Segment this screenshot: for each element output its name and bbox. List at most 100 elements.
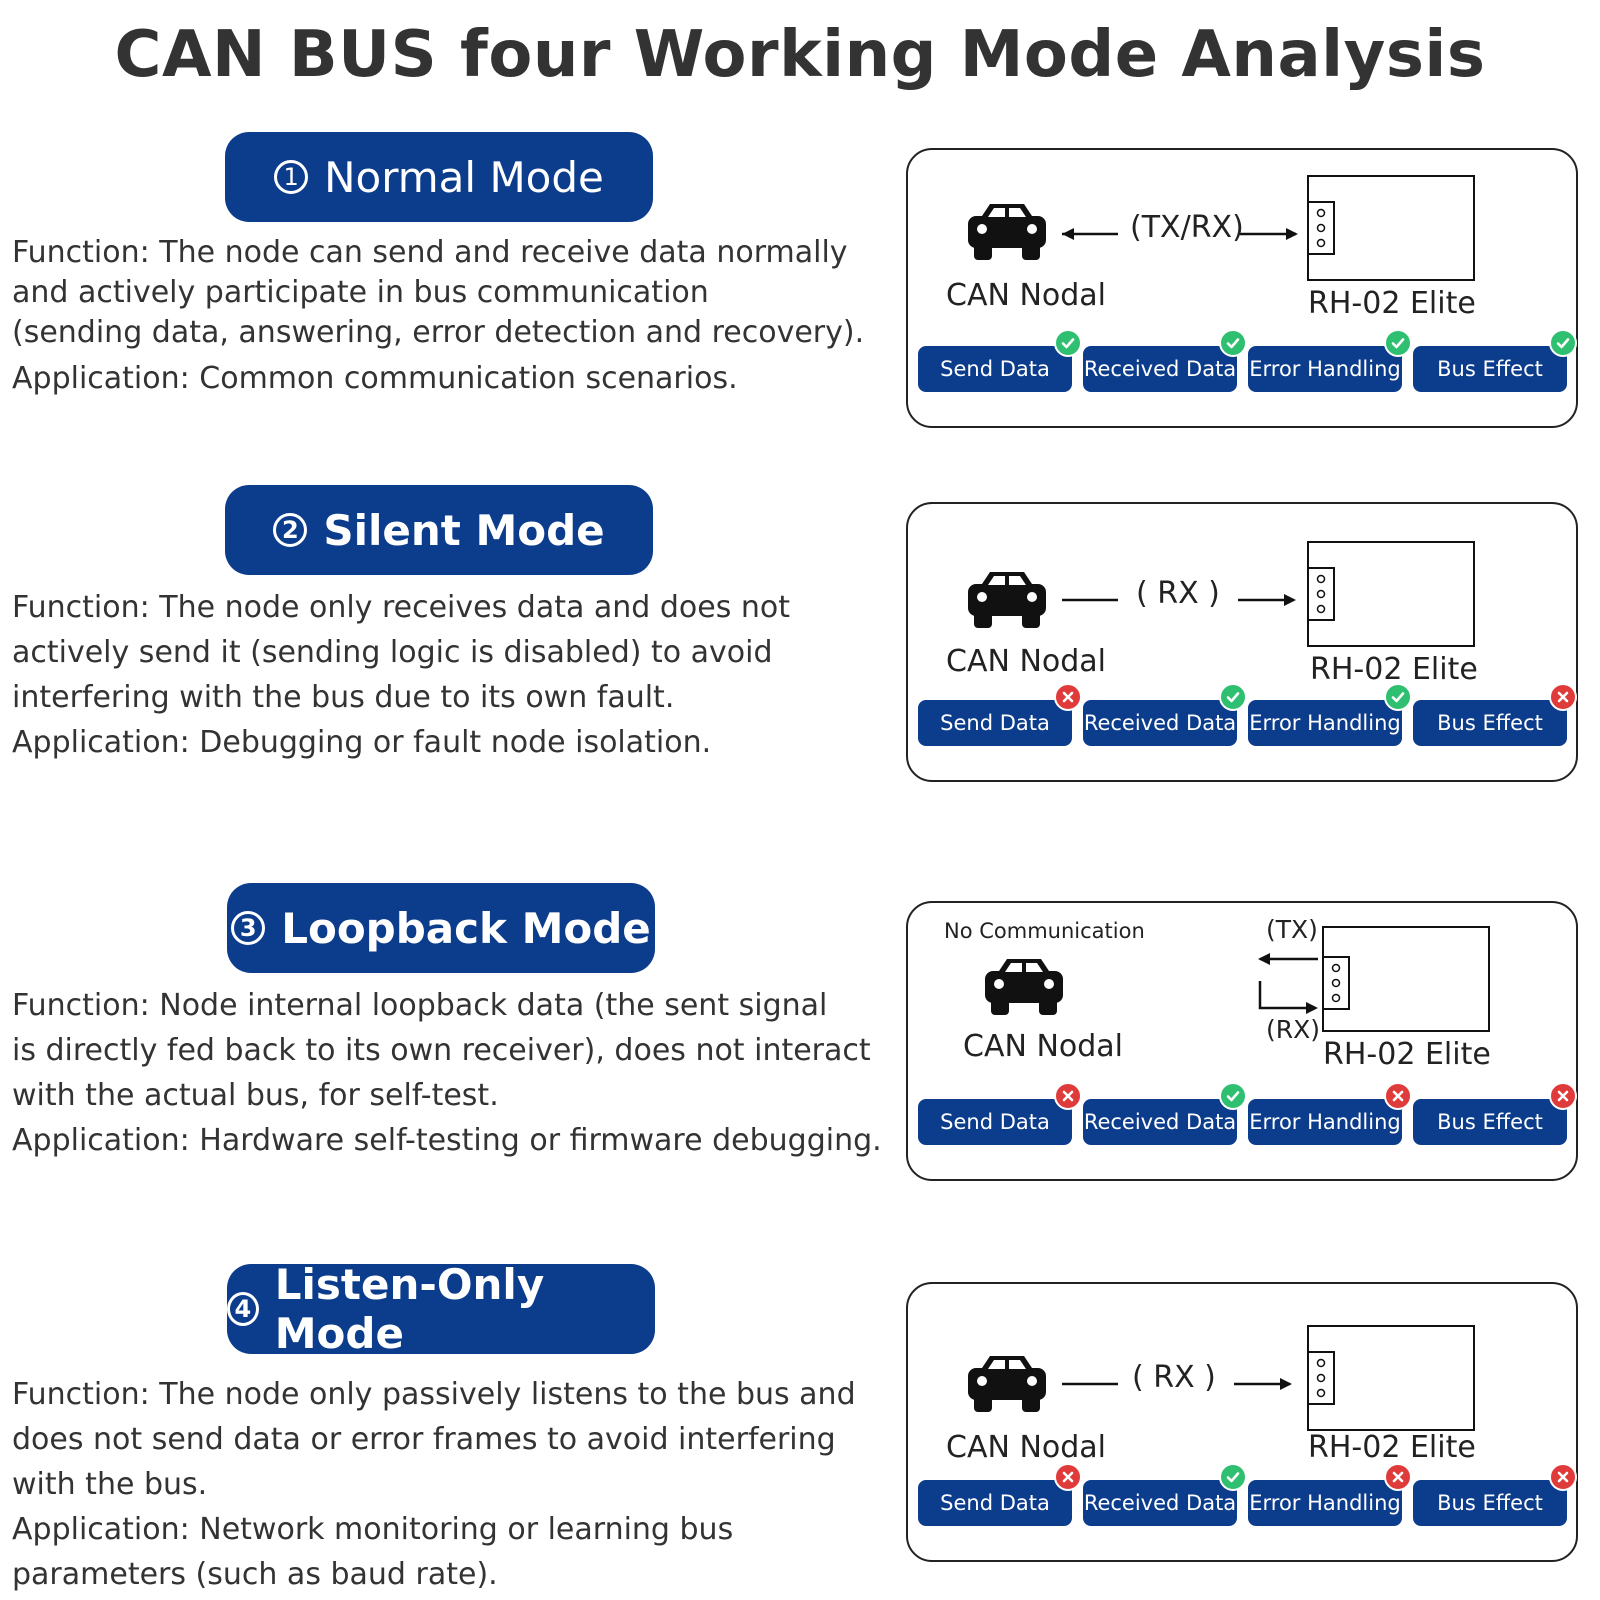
badge-label: Error Handling — [1249, 711, 1401, 735]
mode-3-badges: Send Data Received Data Error Handling B… — [918, 1082, 1577, 1145]
mode-name: Normal Mode — [324, 152, 604, 202]
mode-4-description: Function: The node only passively listen… — [12, 1372, 882, 1597]
module-icon — [1307, 541, 1475, 647]
badge-label: Received Data — [1083, 1110, 1237, 1134]
cross-icon — [1054, 1463, 1082, 1491]
description-line: Function: The node only receives data an… — [12, 590, 791, 625]
description-line: Application: Hardware self-testing or fi… — [12, 1123, 882, 1158]
mode-1-badges: Send Data Received Data Error Handling B… — [918, 329, 1577, 392]
mode-name: Loopback Mode — [281, 903, 651, 953]
description-line: Function: The node can send and receive … — [12, 235, 848, 270]
mode-1-scene — [968, 175, 1475, 281]
signal-label: ( RX ) — [1132, 1360, 1216, 1395]
check-icon — [1219, 329, 1247, 357]
check-icon — [1219, 1463, 1247, 1491]
check-icon — [1219, 1082, 1247, 1110]
receive-arrow — [1062, 1378, 1292, 1390]
mode-1-diagram: (TX/RX) CAN Nodal RH-02 Elite Send Data … — [906, 148, 1578, 428]
check-icon — [1384, 683, 1412, 711]
badge-error-handling: Error Handling — [1248, 1082, 1412, 1145]
car-icon — [985, 959, 1063, 1015]
module-icon — [1322, 926, 1490, 1032]
mode-2-diagram: ( RX ) CAN Nodal RH-02 Elite Send Data R… — [906, 502, 1578, 782]
mode-2-scene — [968, 541, 1475, 647]
mode-1-header: 1 Normal Mode — [225, 132, 653, 222]
badge-error-handling: Error Handling — [1248, 683, 1412, 746]
check-icon — [1549, 329, 1577, 357]
description-line: with the actual bus, for self-test. — [12, 1078, 499, 1113]
node-label: CAN Nodal — [946, 278, 1107, 313]
page-title: CAN BUS four Working Mode Analysis — [114, 18, 1486, 92]
device-label: RH-02 Elite — [1310, 652, 1478, 687]
car-icon — [968, 204, 1046, 260]
badge-received-data: Received Data — [1083, 683, 1247, 746]
badge-label: Send Data — [940, 1491, 1050, 1515]
mode-name: Silent Mode — [323, 505, 605, 555]
mode-2-header: 2 Silent Mode — [225, 485, 653, 575]
badge-bus-effect: Bus Effect — [1413, 1082, 1577, 1145]
badge-error-handling: Error Handling — [1248, 329, 1412, 392]
loopback-arrow — [1258, 953, 1318, 1014]
description-line: and actively participate in bus communic… — [12, 275, 709, 310]
no-communication-label: No Communication — [944, 919, 1145, 943]
module-icon — [1307, 1325, 1475, 1431]
badge-label: Received Data — [1083, 711, 1237, 735]
badge-label: Received Data — [1083, 1491, 1237, 1515]
description-line: Application: Network monitoring or learn… — [12, 1512, 734, 1547]
cross-icon — [1549, 683, 1577, 711]
badge-label: Error Handling — [1249, 1110, 1401, 1134]
mode-4-badges: Send Data Received Data Error Handling B… — [918, 1463, 1577, 1526]
check-icon — [1384, 329, 1412, 357]
badge-label: Send Data — [940, 1110, 1050, 1134]
description-line: Function: The node only passively listen… — [12, 1377, 856, 1412]
mode-3-diagram: No Communication (TX) (RX) CAN Nodal RH-… — [906, 901, 1578, 1181]
device-label: RH-02 Elite — [1308, 286, 1476, 321]
check-icon — [1054, 329, 1082, 357]
mode-4-header: 4 Listen-Only Mode — [227, 1260, 655, 1358]
cross-icon — [1549, 1082, 1577, 1110]
mode-number-badge: 4 — [227, 1292, 259, 1326]
description-line: is directly fed back to its own receiver… — [12, 1033, 871, 1068]
rx-label: (RX) — [1266, 1015, 1321, 1044]
device-label: RH-02 Elite — [1323, 1037, 1491, 1072]
description-line: interfering with the bus due to its own … — [12, 680, 675, 715]
mode-4-scene — [968, 1325, 1475, 1431]
mode-3-description: Function: Node internal loopback data (t… — [12, 983, 882, 1163]
badge-label: Error Handling — [1249, 1491, 1401, 1515]
badge-send-data: Send Data — [918, 329, 1082, 392]
receive-arrow — [1062, 594, 1296, 606]
description-line: parameters (such as baud rate). — [12, 1557, 498, 1592]
mode-3-header: 3 Loopback Mode — [227, 883, 655, 973]
tx-label: (TX) — [1266, 915, 1318, 944]
mode-number-badge: 2 — [273, 513, 308, 547]
device-label: RH-02 Elite — [1308, 1430, 1476, 1465]
badge-label: Bus Effect — [1437, 1110, 1543, 1134]
mode-name: Listen-Only Mode — [274, 1260, 545, 1358]
module-icon — [1307, 175, 1475, 281]
mode-number-badge: 3 — [231, 911, 266, 945]
node-label: CAN Nodal — [963, 1029, 1124, 1064]
badge-label: Bus Effect — [1437, 711, 1543, 735]
cross-icon — [1054, 1082, 1082, 1110]
mode-4-diagram: ( RX ) CAN Nodal RH-02 Elite Send Data R… — [906, 1282, 1578, 1562]
description-line: (sending data, answering, error detectio… — [12, 315, 865, 350]
badge-label: Received Data — [1083, 357, 1237, 381]
badge-error-handling: Error Handling — [1248, 1463, 1412, 1526]
car-icon — [968, 1356, 1046, 1412]
mode-2-description: Function: The node only receives data an… — [12, 585, 882, 765]
mode-number-badge: 1 — [274, 160, 309, 194]
badge-send-data: Send Data — [918, 683, 1082, 746]
mode-1-description: Function: The node can send and receive … — [12, 233, 882, 399]
badge-label: Error Handling — [1249, 357, 1401, 381]
description-line: does not send data or error frames to av… — [12, 1422, 836, 1457]
node-label: CAN Nodal — [946, 644, 1107, 679]
badge-label: Send Data — [940, 711, 1050, 735]
cross-icon — [1054, 683, 1082, 711]
description-line: Function: Node internal loopback data (t… — [12, 988, 828, 1023]
badge-received-data: Received Data — [1083, 1463, 1247, 1526]
mode-3-scene — [985, 926, 1490, 1032]
signal-label: (TX/RX) — [1130, 210, 1244, 245]
badge-bus-effect: Bus Effect — [1413, 683, 1577, 746]
cross-icon — [1384, 1463, 1412, 1491]
mode-2-badges: Send Data Received Data Error Handling B… — [918, 683, 1577, 746]
